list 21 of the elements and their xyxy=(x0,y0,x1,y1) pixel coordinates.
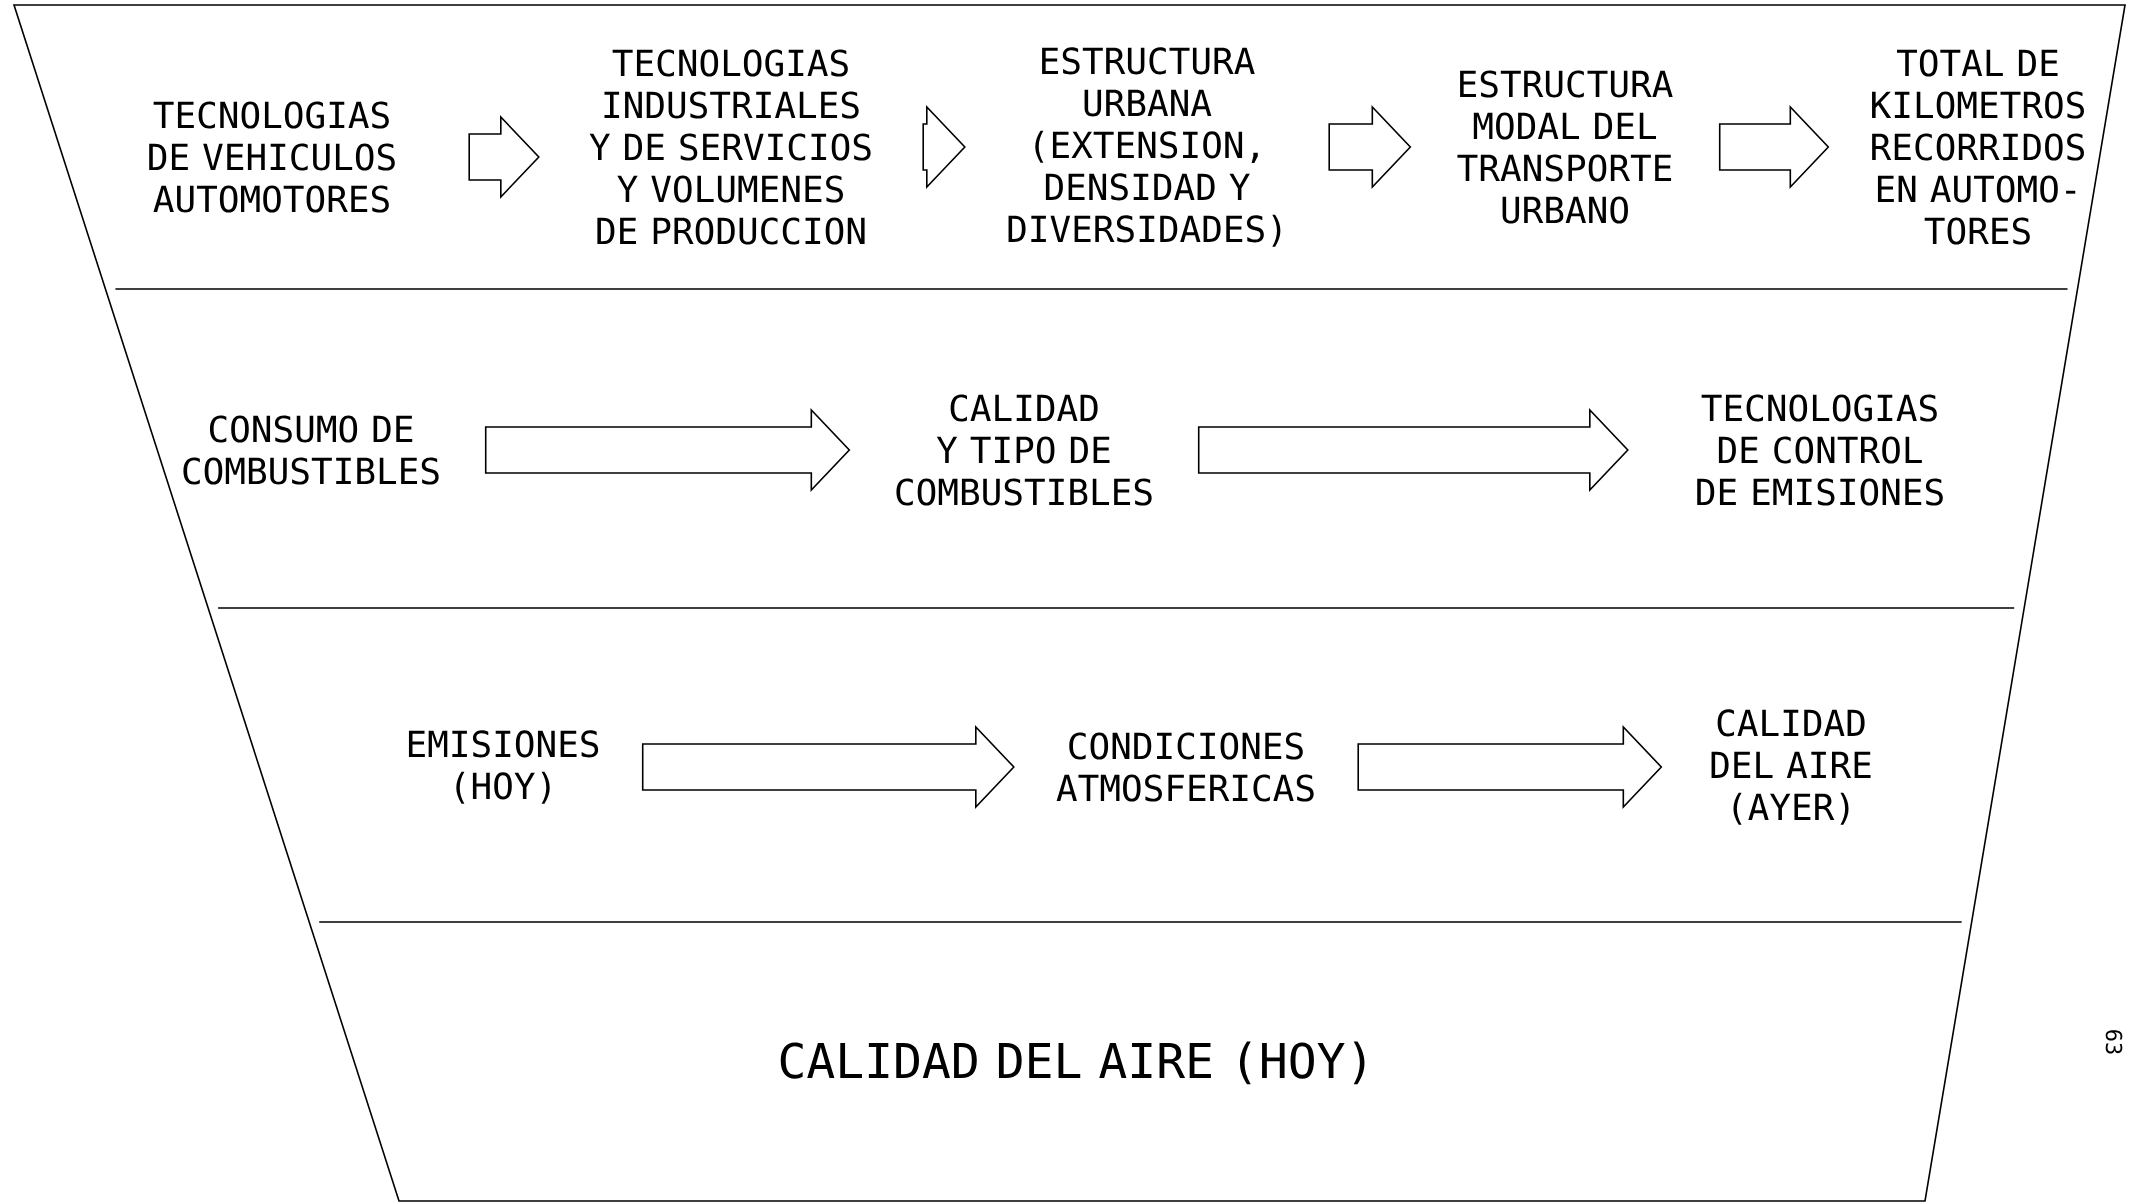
text-label: CALIDAD Y TIPO DE COMBUSTIBLES xyxy=(896,394,1152,506)
text-label: TECNOLOGIAS INDUSTRIALES Y DE SERVICIOS Y VOLUMENES DE PRODUCCION xyxy=(589,49,871,245)
text-label: TECNOLOGIAS DE VEHICULOS AUTOMOTORES xyxy=(149,101,395,213)
text-label: CALIDAD DEL AIRE (HOY) xyxy=(780,1041,1365,1085)
page-number: 63 xyxy=(2105,1030,2123,1054)
block-arrow xyxy=(641,725,1015,809)
block-arrow xyxy=(922,104,966,189)
block-arrow xyxy=(468,114,540,199)
text-label: TECNOLOGIAS DE CONTROL DE EMISIONES xyxy=(1697,394,1943,506)
text-label: ESTRUCTURA URBANA (EXTENSION, DENSIDAD Y DIVERSIDADES) xyxy=(1008,47,1281,247)
text-label: EMISIONES (HOY) xyxy=(408,730,599,804)
text-label: CALIDAD DEL AIRE (AYER) xyxy=(1711,709,1871,825)
block-arrow xyxy=(1718,104,1830,189)
text-label: CONSUMO DE COMBUSTIBLES xyxy=(183,415,439,485)
block-arrow xyxy=(1328,104,1412,189)
block-arrow xyxy=(484,407,851,492)
block-arrow xyxy=(1357,725,1663,809)
text-label: CONDICIONES ATMOSFERICAS xyxy=(1056,732,1314,802)
text-label: ESTRUCTURA MODAL DEL TRANSPORTE URBANO xyxy=(1457,70,1673,224)
block-arrow xyxy=(1197,407,1629,492)
text-label: TOTAL DE KILOMETROS RECORRIDOS EN AUTOMO- TORES xyxy=(1872,49,2084,245)
